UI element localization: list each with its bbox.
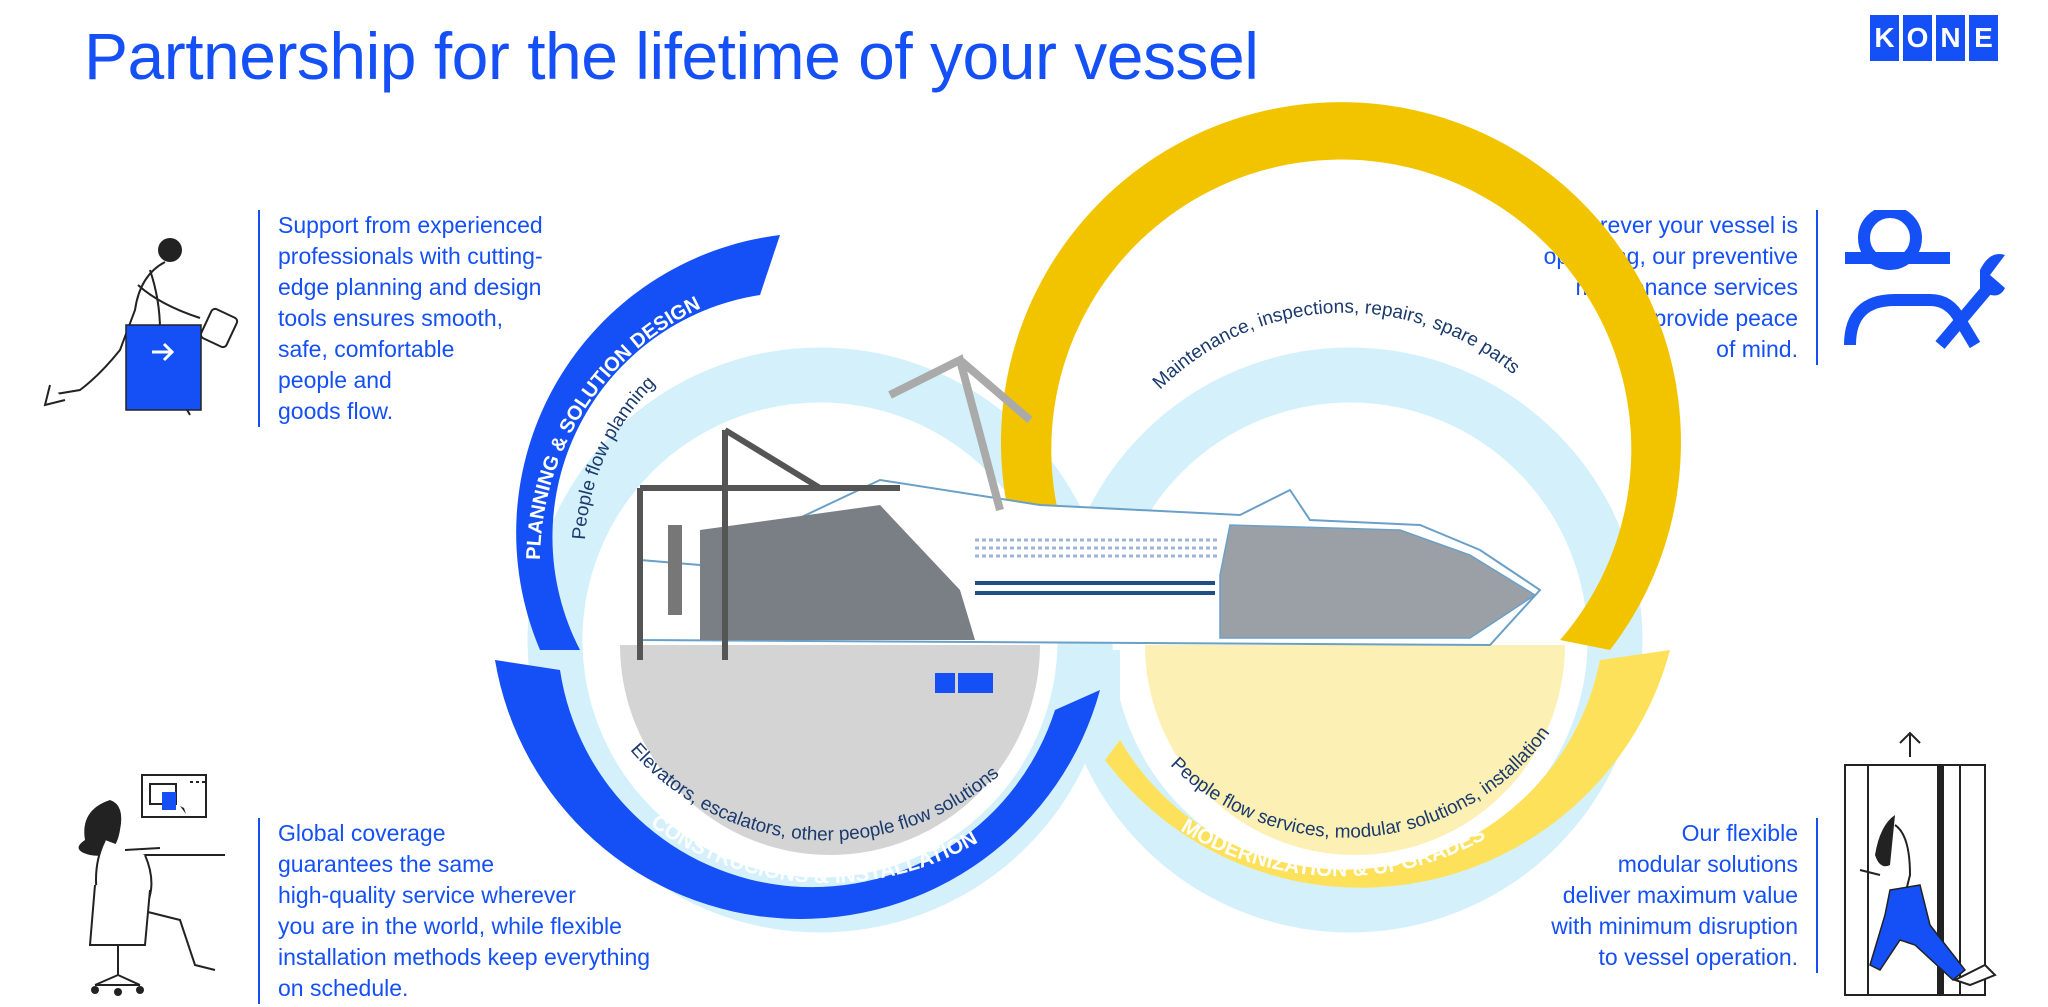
text-line: provide peace (1653, 305, 1799, 331)
person-at-desk-illustration (78, 774, 225, 996)
text-line: on schedule. (278, 975, 409, 1001)
planning-segment (516, 235, 780, 650)
logo-letter: K (1870, 15, 1899, 61)
text-line: goods flow. (278, 398, 394, 424)
operation-segment (1000, 102, 1681, 650)
text-line: deliver maximum value (1562, 882, 1798, 908)
logo-letter: N (1936, 15, 1965, 61)
logo-letter: E (1969, 15, 1998, 61)
text-line: to vessel operation. (1598, 944, 1798, 970)
logo-letter: O (1903, 15, 1932, 61)
text-line: of mind. (1716, 336, 1798, 362)
planning-description: Support from experienced professionals w… (258, 210, 543, 427)
modernization-description: Our flexible modular solutions deliver m… (1490, 818, 1818, 973)
construction-segment (495, 660, 1100, 919)
text-line: you are in the world, while flexible (278, 913, 622, 939)
port-ground (620, 645, 1040, 855)
water-area (1145, 645, 1565, 855)
text-line: people and (278, 367, 392, 393)
text-line: guarantees the same (278, 851, 495, 877)
arrow-right-icon (152, 342, 175, 362)
text-line: high-quality service wherever (278, 882, 576, 908)
text-line: with minimum disruption (1551, 913, 1798, 939)
text-line: Global coverage (278, 820, 446, 846)
running-person-illustration (43, 238, 239, 416)
arrow-up-icon (1899, 731, 1921, 757)
ship-illustration (637, 354, 1542, 693)
kone-logo: K O N E (1870, 15, 1998, 61)
elevator-person-illustration (1844, 731, 1997, 996)
wrench-person-icon (1844, 210, 2005, 349)
text-line: tools ensures smooth, (278, 305, 504, 331)
text-line: professionals with cutting- (278, 243, 543, 269)
text-line: Our flexible (1681, 820, 1798, 846)
text-line: modular solutions (1617, 851, 1798, 877)
text-line: Support from experienced (278, 212, 543, 238)
page-title: Partnership for the lifetime of your ves… (84, 19, 1259, 93)
text-line: installation methods keep everything (278, 944, 651, 970)
installation-description: Global coverage guarantees the same high… (258, 818, 650, 1004)
text-line: edge planning and design (278, 274, 542, 300)
text-line: safe, comfortable (278, 336, 455, 362)
modernization-segment (1105, 650, 1670, 888)
